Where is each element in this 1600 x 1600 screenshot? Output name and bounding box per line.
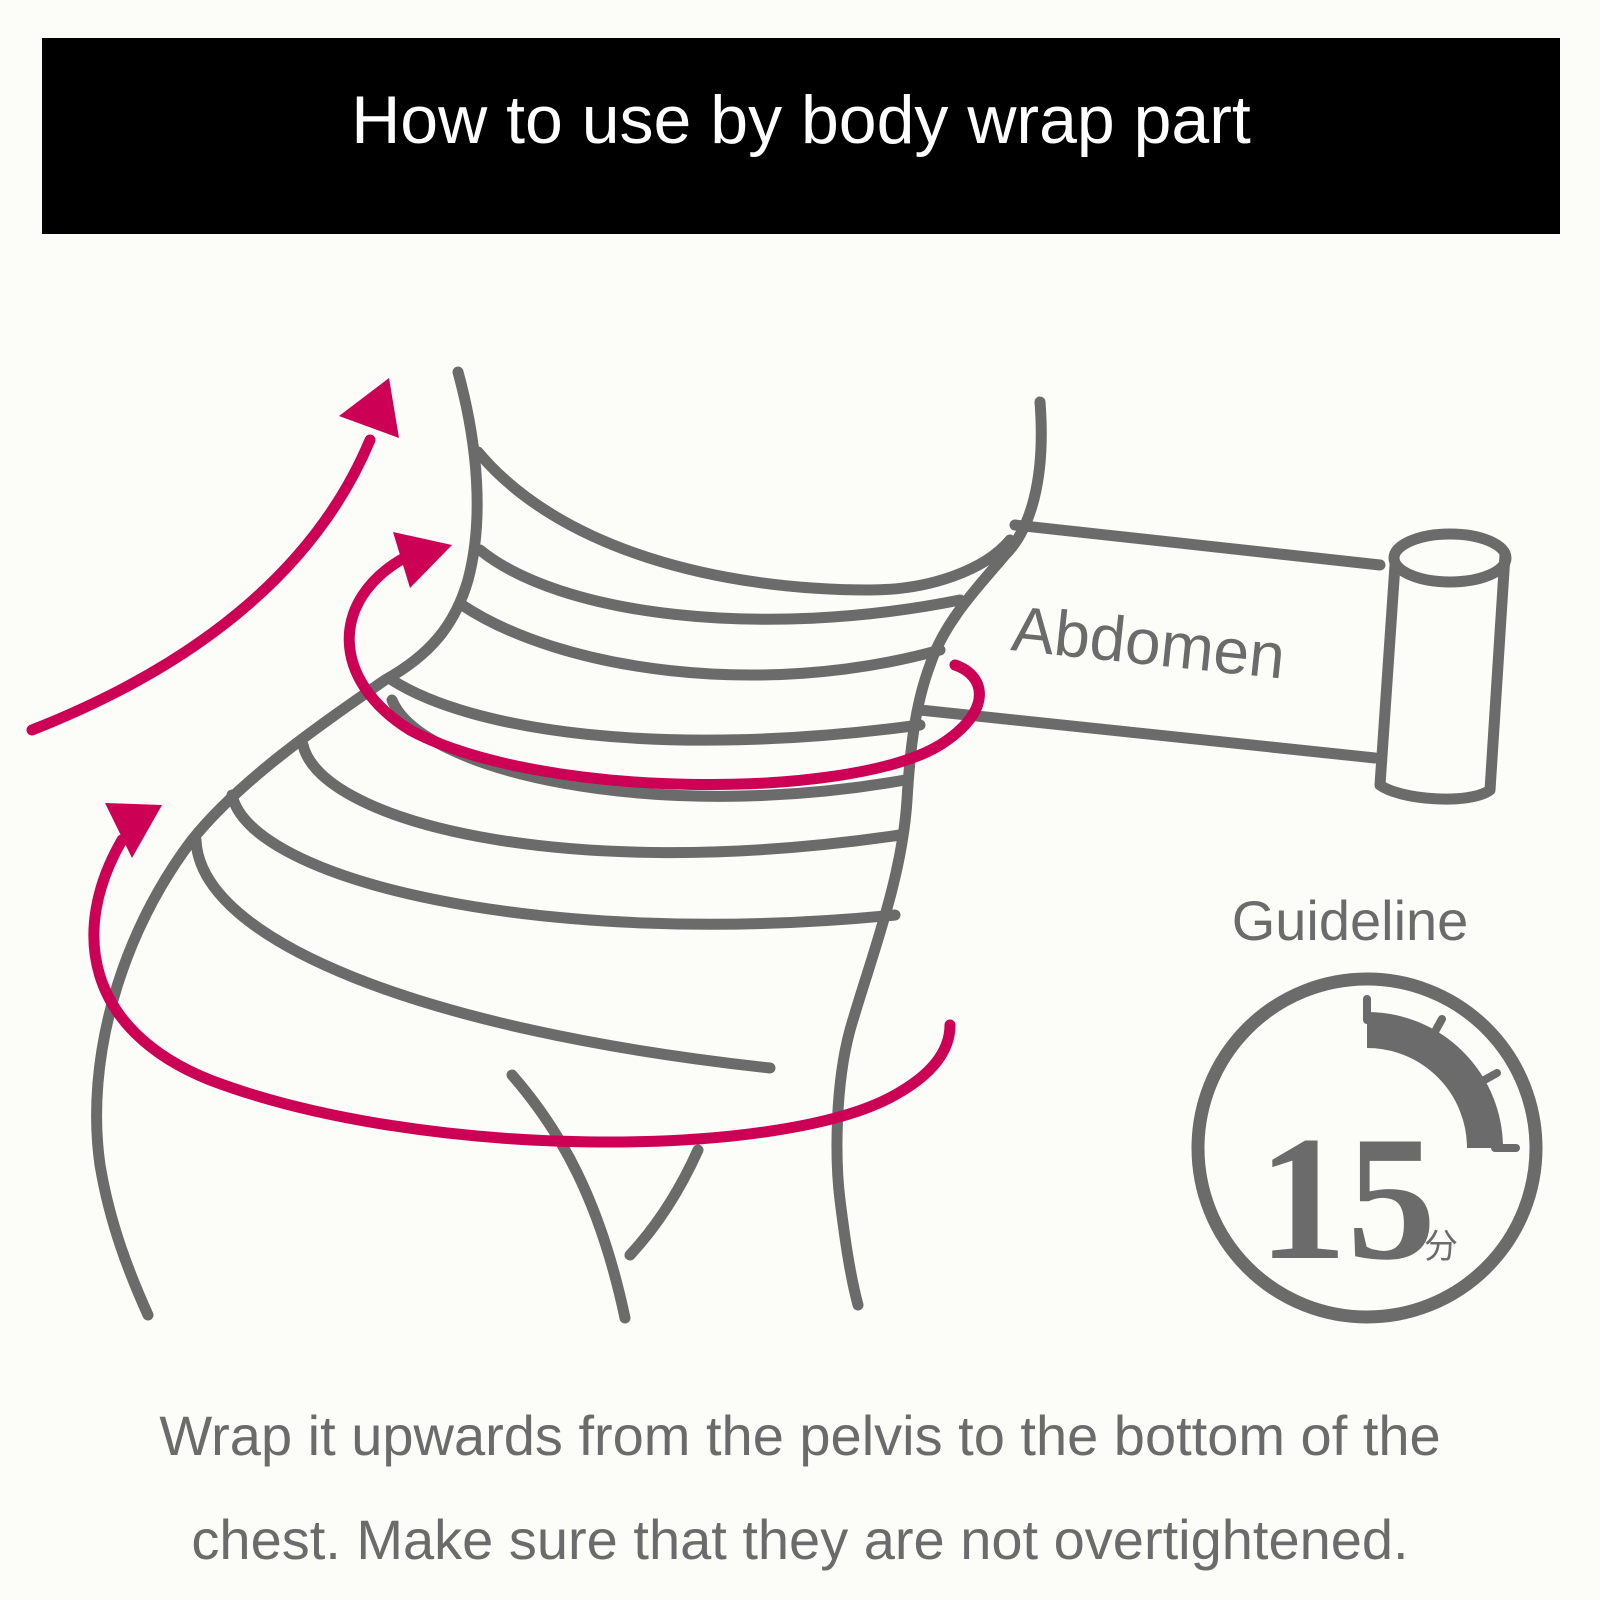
timer-unit: 分 [1424, 1227, 1458, 1267]
caption-line-2: chest. Make sure that they are not overt… [191, 1508, 1409, 1571]
arrow-heads [105, 378, 452, 858]
timer-number: 15 [1258, 1099, 1436, 1297]
caption-line-1: Wrap it upwards from the pelvis to the b… [159, 1404, 1441, 1467]
title-bar: How to use by body wrap part [42, 38, 1560, 234]
bandage-strip-top [1009, 519, 1386, 571]
bandage-roll-end [1388, 528, 1512, 588]
wrap-direction-arrows [26, 434, 985, 1148]
body-outline [91, 366, 1512, 1324]
wrap-band-1 [472, 446, 1016, 596]
timer-progress-arc [1366, 1012, 1503, 1149]
wrap-band-8 [190, 834, 776, 1074]
timer-ring [1191, 972, 1543, 1324]
wrap-band-7 [226, 789, 901, 930]
bandage-strip-bottom [914, 704, 1381, 764]
arrow-upper-head-icon [339, 378, 399, 438]
timer-dial: 15 分 [1191, 972, 1543, 1324]
arrow-lower-head-icon [105, 803, 162, 858]
arrow-upper-curve [26, 434, 376, 736]
leg-inner-right [624, 1144, 704, 1261]
leg-inner-left [506, 1069, 631, 1324]
bandage-roll-body [1374, 549, 1511, 805]
arrow-lower-loop [88, 834, 956, 1148]
abdomen-label: Abdomen [1009, 592, 1289, 692]
wrap-band-4 [386, 674, 926, 746]
wrap-band-6 [297, 739, 906, 859]
page-title: How to use by body wrap part [351, 82, 1251, 158]
arrow-middle-loop [343, 552, 985, 791]
torso-right-contour [831, 396, 1047, 1311]
wrap-band-3 [456, 599, 946, 681]
arrow-middle-head-icon [393, 532, 452, 588]
guideline-label: Guideline [1232, 889, 1469, 952]
wrap-band-2 [474, 544, 966, 625]
torso-left-contour [91, 366, 483, 1321]
